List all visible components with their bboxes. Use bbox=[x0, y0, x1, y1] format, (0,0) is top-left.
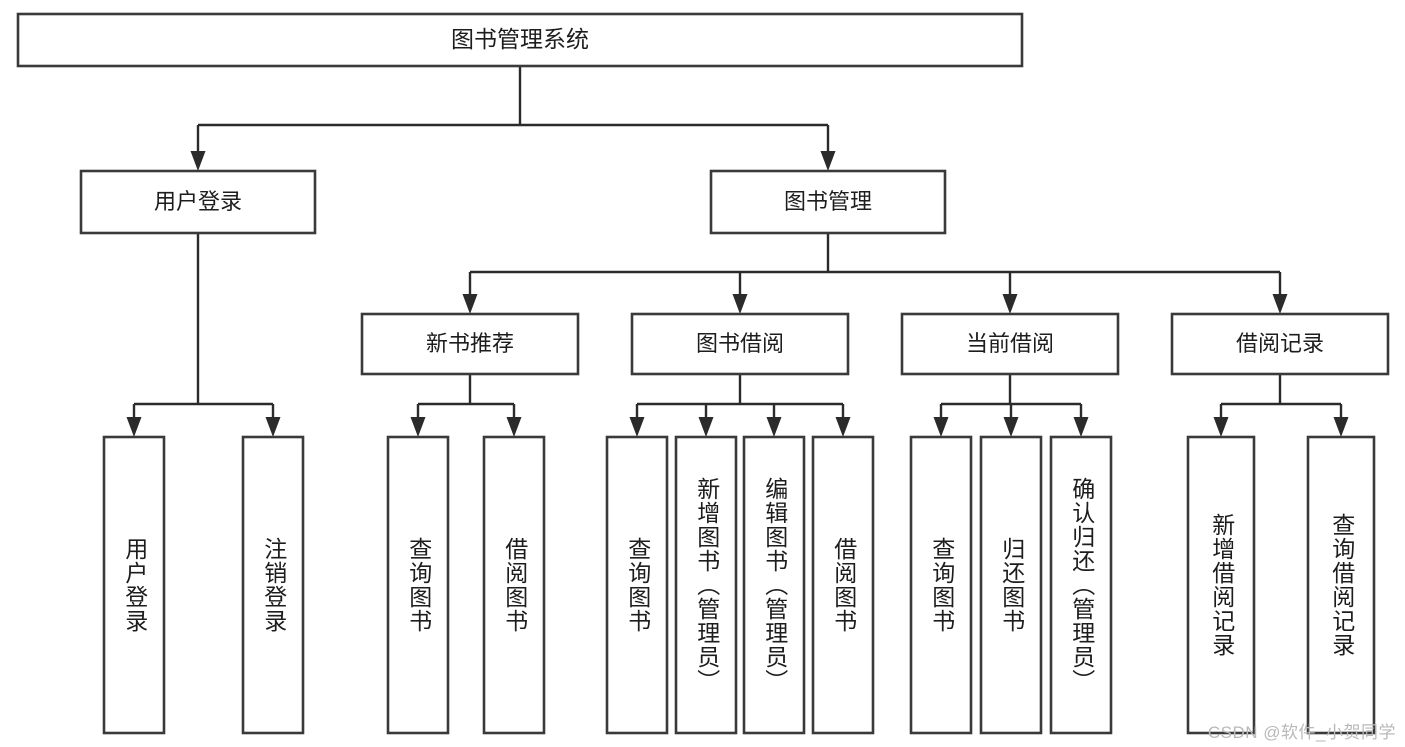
node-leaf-查询图书-4[interactable]: 查询图书 bbox=[605, 435, 669, 735]
arrow-head-icon bbox=[506, 417, 522, 437]
node-leaf-注销登录-1-label: 注销登录 bbox=[260, 537, 287, 633]
node-leaf-用户登录-0-label: 用户登录 bbox=[121, 537, 148, 633]
node-leaf-借阅图书-3[interactable]: 借阅图书 bbox=[482, 435, 546, 735]
node-root-图书管理系统-label: 图书管理系统 bbox=[451, 26, 589, 52]
arrow-head-icon bbox=[265, 417, 281, 437]
node-leaf-确认归还管理员-10-label-wrap: 确认归还（管理员） bbox=[1068, 477, 1095, 693]
node-leaf-查询借阅记录-12-label-wrap: 查询借阅记录 bbox=[1328, 513, 1355, 657]
node-leaf-查询图书-4-rect bbox=[605, 435, 669, 735]
node-l3-当前借阅[interactable]: 当前借阅 bbox=[900, 312, 1120, 376]
node-leaf-查询图书-2[interactable]: 查询图书 bbox=[386, 435, 450, 735]
node-leaf-新增借阅记录-11-label: 新增借阅记录 bbox=[1208, 513, 1235, 657]
node-leaf-用户登录-0-label-wrap: 用户登录 bbox=[121, 537, 148, 633]
node-leaf-查询借阅记录-12-rect bbox=[1306, 435, 1376, 735]
node-leaf-查询图书-4-label: 查询图书 bbox=[624, 537, 651, 633]
node-leaf-编辑图书管理员-6-rect bbox=[742, 435, 806, 735]
node-leaf-注销登录-1-label-wrap: 注销登录 bbox=[260, 537, 287, 633]
arrow-head-icon bbox=[1333, 417, 1349, 437]
node-l2-用户登录-rect bbox=[79, 169, 317, 235]
node-leaf-归还图书-9-rect bbox=[979, 435, 1043, 735]
node-l2-图书管理-rect bbox=[709, 169, 947, 235]
node-leaf-新增借阅记录-11[interactable]: 新增借阅记录 bbox=[1186, 435, 1256, 735]
node-leaf-归还图书-9-label-wrap: 归还图书 bbox=[998, 537, 1025, 633]
node-l3-新书推荐-label: 新书推荐 bbox=[426, 331, 514, 356]
node-leaf-借阅图书-7-label-wrap: 借阅图书 bbox=[830, 537, 857, 633]
node-leaf-查询图书-8[interactable]: 查询图书 bbox=[909, 435, 973, 735]
node-l2-用户登录-label: 用户登录 bbox=[154, 189, 242, 214]
arrow-head-icon bbox=[126, 417, 142, 437]
node-leaf-查询图书-2-label: 查询图书 bbox=[405, 537, 432, 633]
node-leaf-查询图书-8-rect bbox=[909, 435, 973, 735]
node-l3-图书借阅-rect bbox=[630, 312, 850, 376]
node-leaf-新增图书管理员-5-rect bbox=[674, 435, 738, 735]
node-root-图书管理系统-rect bbox=[16, 12, 1024, 68]
node-leaf-查询图书-4-label-wrap: 查询图书 bbox=[624, 537, 651, 633]
arrow-head-icon bbox=[698, 417, 714, 437]
node-leaf-新增借阅记录-11-rect bbox=[1186, 435, 1256, 735]
node-l3-新书推荐-rect bbox=[360, 312, 580, 376]
node-leaf-借阅图书-3-label-wrap: 借阅图书 bbox=[501, 537, 528, 633]
node-leaf-注销登录-1[interactable]: 注销登录 bbox=[241, 435, 305, 735]
arrow-head-icon bbox=[629, 417, 645, 437]
node-l3-借阅记录[interactable]: 借阅记录 bbox=[1170, 312, 1390, 376]
node-leaf-确认归还管理员-10[interactable]: 确认归还（管理员） bbox=[1049, 435, 1113, 735]
node-leaf-查询图书-8-label: 查询图书 bbox=[928, 537, 955, 633]
node-leaf-新增借阅记录-11-label-wrap: 新增借阅记录 bbox=[1208, 513, 1235, 657]
connector-layer bbox=[126, 66, 1349, 437]
arrow-head-icon bbox=[1003, 417, 1019, 437]
arrow-head-icon bbox=[835, 417, 851, 437]
arrow-head-icon bbox=[1213, 417, 1229, 437]
node-l3-当前借阅-label: 当前借阅 bbox=[966, 331, 1054, 356]
node-leaf-用户登录-0-rect bbox=[102, 435, 166, 735]
arrow-head-icon bbox=[1073, 417, 1089, 437]
node-leaf-归还图书-9-label: 归还图书 bbox=[998, 537, 1025, 633]
arrow-head-icon bbox=[410, 417, 426, 437]
arrow-head-icon bbox=[1002, 294, 1018, 314]
node-l2-用户登录[interactable]: 用户登录 bbox=[79, 169, 317, 235]
node-l3-图书借阅-label: 图书借阅 bbox=[696, 331, 784, 356]
node-leaf-借阅图书-7-rect bbox=[811, 435, 875, 735]
node-layer: 图书管理系统用户登录图书管理新书推荐图书借阅当前借阅借阅记录用户登录注销登录查询… bbox=[16, 12, 1390, 735]
node-leaf-查询图书-8-label-wrap: 查询图书 bbox=[928, 537, 955, 633]
arrow-head-icon bbox=[933, 417, 949, 437]
node-leaf-新增图书管理员-5-label: 新增图书（管理员） bbox=[693, 477, 720, 693]
node-l3-借阅记录-rect bbox=[1170, 312, 1390, 376]
node-l3-借阅记录-label: 借阅记录 bbox=[1236, 331, 1324, 356]
node-l3-新书推荐[interactable]: 新书推荐 bbox=[360, 312, 580, 376]
node-leaf-查询图书-2-label-wrap: 查询图书 bbox=[405, 537, 432, 633]
arrow-head-icon bbox=[732, 294, 748, 314]
arrow-head-icon bbox=[190, 151, 206, 171]
node-leaf-确认归还管理员-10-label: 确认归还（管理员） bbox=[1068, 477, 1095, 693]
arrow-head-icon bbox=[1272, 294, 1288, 314]
node-leaf-编辑图书管理员-6-label-wrap: 编辑图书（管理员） bbox=[761, 477, 788, 693]
node-l2-图书管理-label: 图书管理 bbox=[784, 189, 872, 214]
node-leaf-借阅图书-7[interactable]: 借阅图书 bbox=[811, 435, 875, 735]
node-leaf-注销登录-1-rect bbox=[241, 435, 305, 735]
node-l3-当前借阅-rect bbox=[900, 312, 1120, 376]
node-leaf-新增图书管理员-5[interactable]: 新增图书（管理员） bbox=[674, 435, 738, 735]
node-leaf-借阅图书-3-rect bbox=[482, 435, 546, 735]
arrow-head-icon bbox=[766, 417, 782, 437]
node-leaf-编辑图书管理员-6[interactable]: 编辑图书（管理员） bbox=[742, 435, 806, 735]
node-l3-图书借阅[interactable]: 图书借阅 bbox=[630, 312, 850, 376]
node-leaf-借阅图书-7-label: 借阅图书 bbox=[830, 537, 857, 633]
arrow-head-icon bbox=[820, 151, 836, 171]
node-leaf-新增图书管理员-5-label-wrap: 新增图书（管理员） bbox=[693, 477, 720, 693]
node-leaf-查询借阅记录-12[interactable]: 查询借阅记录 bbox=[1306, 435, 1376, 735]
node-leaf-归还图书-9[interactable]: 归还图书 bbox=[979, 435, 1043, 735]
arrow-head-icon bbox=[462, 294, 478, 314]
node-leaf-用户登录-0[interactable]: 用户登录 bbox=[102, 435, 166, 735]
node-l2-图书管理[interactable]: 图书管理 bbox=[709, 169, 947, 235]
node-leaf-编辑图书管理员-6-label: 编辑图书（管理员） bbox=[761, 477, 788, 693]
node-leaf-查询借阅记录-12-label: 查询借阅记录 bbox=[1328, 513, 1355, 657]
node-leaf-确认归还管理员-10-rect bbox=[1049, 435, 1113, 735]
node-leaf-查询图书-2-rect bbox=[386, 435, 450, 735]
node-leaf-借阅图书-3-label: 借阅图书 bbox=[501, 537, 528, 633]
node-root-图书管理系统[interactable]: 图书管理系统 bbox=[16, 12, 1024, 68]
